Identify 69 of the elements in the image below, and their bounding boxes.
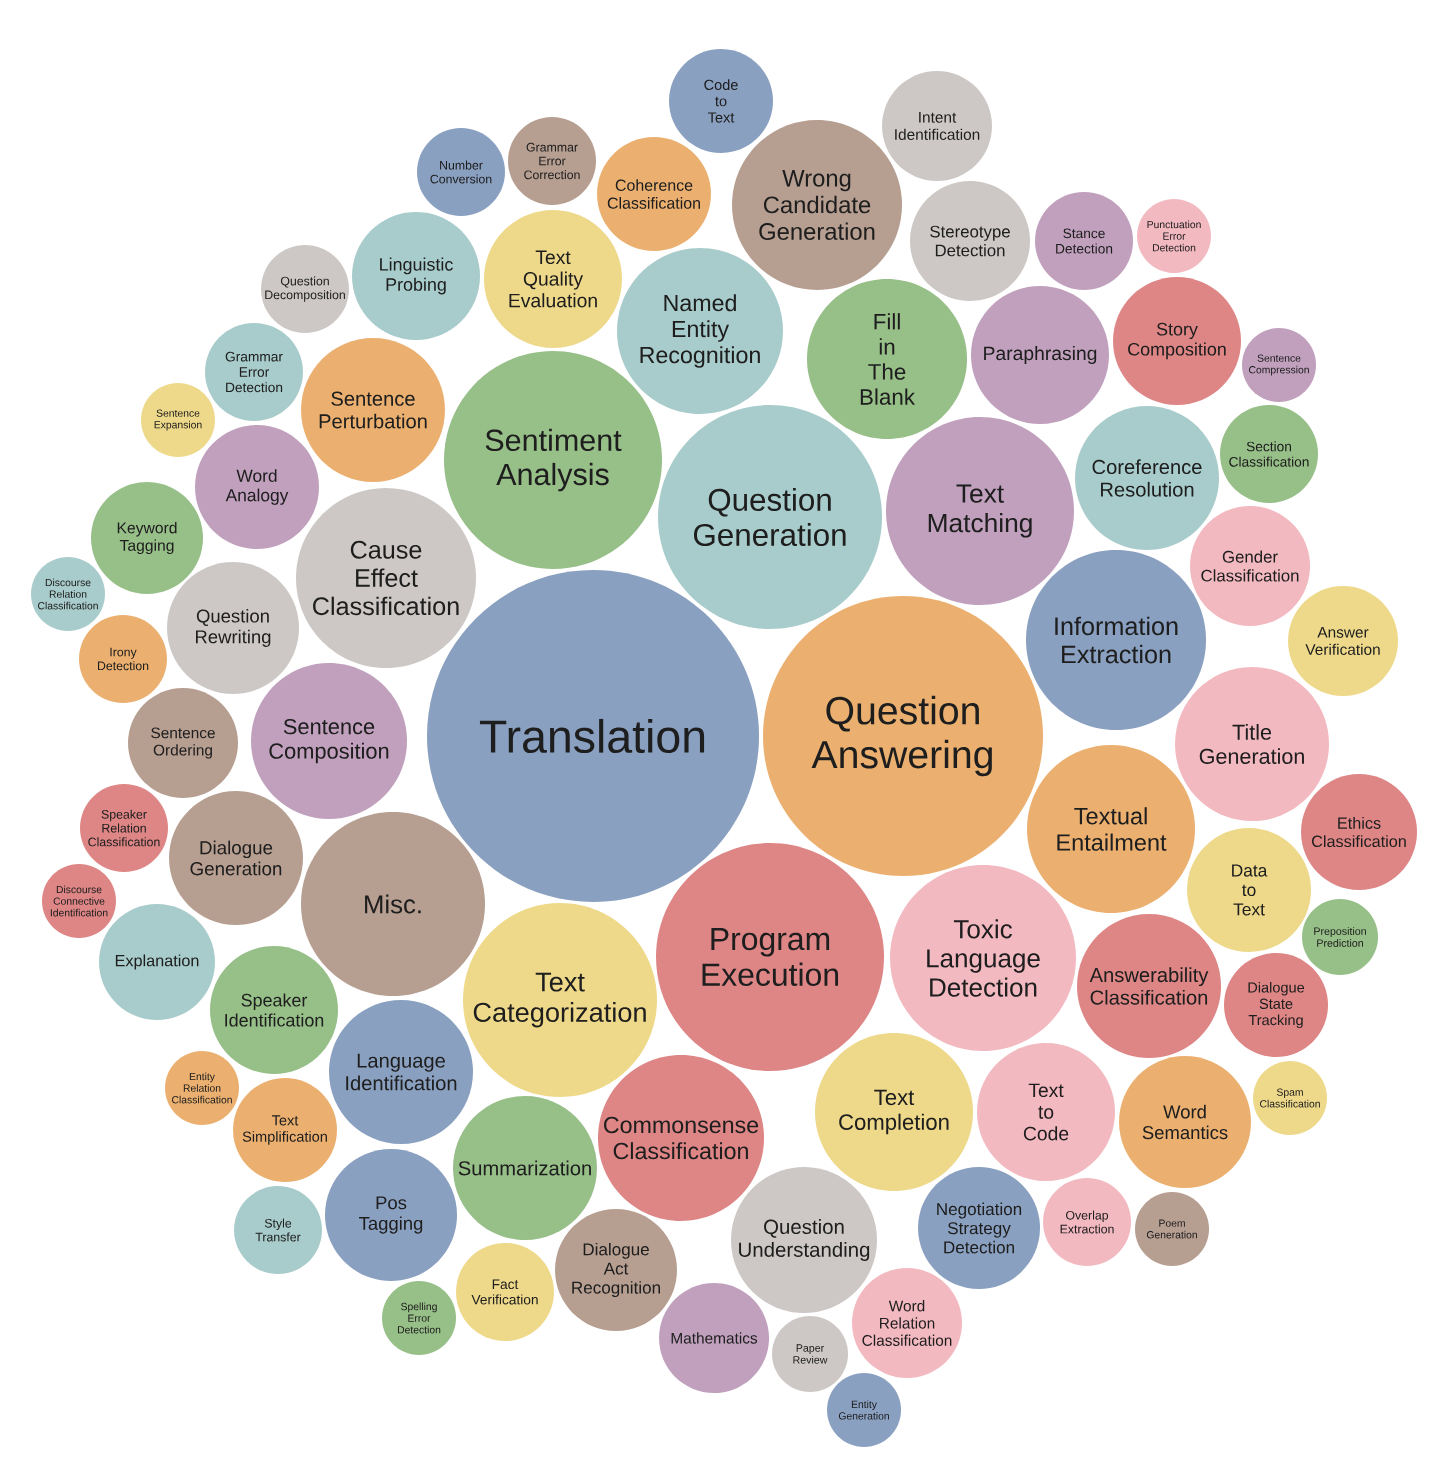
bubble: Entity Relation Classification bbox=[165, 1051, 239, 1125]
bubble: Intent Identification bbox=[882, 71, 992, 181]
bubble: Misc. bbox=[301, 812, 485, 996]
bubble: Dialogue Generation bbox=[169, 791, 303, 925]
bubble: Question Understanding bbox=[731, 1167, 877, 1313]
bubble: Toxic Language Detection bbox=[890, 865, 1076, 1051]
bubble: Coherence Classification bbox=[597, 137, 711, 251]
bubble: Cause Effect Classification bbox=[296, 488, 476, 668]
bubble: Commonsense Classification bbox=[598, 1055, 764, 1221]
bubble: Code to Text bbox=[669, 49, 773, 153]
bubble: Dialogue Act Recognition bbox=[555, 1209, 677, 1331]
bubble: Punctuation Error Detection bbox=[1137, 199, 1211, 273]
bubble: Speaker Relation Classification bbox=[80, 784, 168, 872]
bubble: Stereotype Detection bbox=[910, 181, 1030, 301]
bubble: Named Entity Recognition bbox=[617, 248, 783, 414]
bubble: Text Completion bbox=[815, 1033, 973, 1191]
bubble: Answerability Classification bbox=[1077, 914, 1221, 1058]
bubble: Question Decomposition bbox=[261, 245, 349, 333]
bubble: Title Generation bbox=[1175, 667, 1329, 821]
bubble: Grammar Error Detection bbox=[205, 323, 303, 421]
bubble: Entity Generation bbox=[827, 1373, 901, 1447]
bubble: Text Simplification bbox=[233, 1078, 337, 1182]
bubble: Spam Classification bbox=[1253, 1061, 1327, 1135]
bubble: Story Composition bbox=[1113, 277, 1241, 405]
bubble: Preposition Prediction bbox=[1302, 899, 1378, 975]
bubble: Grammar Error Correction bbox=[508, 117, 596, 205]
bubble: Mathematics bbox=[659, 1283, 769, 1393]
bubble: Overlap Extraction bbox=[1043, 1178, 1131, 1266]
bubble: Spelling Error Detection bbox=[382, 1281, 456, 1355]
bubble: Poem Generation bbox=[1135, 1192, 1209, 1266]
bubble: Language Identification bbox=[329, 1000, 473, 1144]
bubble: Fact Verification bbox=[456, 1243, 554, 1341]
bubble: Fill in The Blank bbox=[807, 279, 967, 439]
bubble: Answer Verification bbox=[1288, 586, 1398, 696]
bubble: Sentence Compression bbox=[1242, 328, 1316, 402]
bubble: Text Quality Evaluation bbox=[484, 210, 622, 348]
bubble: Paper Review bbox=[772, 1316, 848, 1392]
bubble: Word Relation Classification bbox=[852, 1268, 962, 1378]
bubble: Sentence Composition bbox=[251, 663, 407, 819]
bubble: Style Transfer bbox=[234, 1186, 322, 1274]
bubble: Stance Detection bbox=[1035, 192, 1133, 290]
bubble: Keyword Tagging bbox=[91, 482, 203, 594]
bubble: Sentence Expansion bbox=[141, 383, 215, 457]
bubble: Textual Entailment bbox=[1027, 745, 1195, 913]
bubble: Gender Classification bbox=[1190, 506, 1310, 626]
bubble: Sentence Ordering bbox=[128, 688, 238, 798]
bubble: Sentence Perturbation bbox=[301, 338, 445, 482]
bubble: Text Categorization bbox=[463, 903, 657, 1097]
bubble: Linguistic Probing bbox=[352, 212, 480, 340]
bubble: Pos Tagging bbox=[325, 1149, 457, 1281]
bubble: Program Execution bbox=[656, 843, 884, 1071]
bubble: Discourse Connective Identification bbox=[42, 864, 116, 938]
bubble: Ethics Classification bbox=[1301, 774, 1417, 890]
bubble: Word Semantics bbox=[1119, 1056, 1251, 1188]
bubble: Question Rewriting bbox=[167, 562, 299, 694]
bubble: Coreference Resolution bbox=[1075, 406, 1219, 550]
bubble: Data to Text bbox=[1187, 828, 1311, 952]
bubble: Discourse Relation Classification bbox=[31, 557, 105, 631]
bubble: Number Conversion bbox=[417, 128, 505, 216]
bubble: Speaker Identification bbox=[210, 946, 338, 1074]
bubble: Summarization bbox=[453, 1096, 597, 1240]
bubble: Negotiation Strategy Detection bbox=[918, 1167, 1040, 1289]
bubble: Question Answering bbox=[763, 596, 1043, 876]
bubble: Question Generation bbox=[658, 405, 882, 629]
bubble: Paraphrasing bbox=[971, 286, 1109, 424]
bubble: Irony Detection bbox=[79, 615, 167, 703]
bubble: Text Matching bbox=[886, 417, 1074, 605]
bubble: Section Classification bbox=[1220, 405, 1318, 503]
bubble: Dialogue State Tracking bbox=[1224, 953, 1328, 1057]
